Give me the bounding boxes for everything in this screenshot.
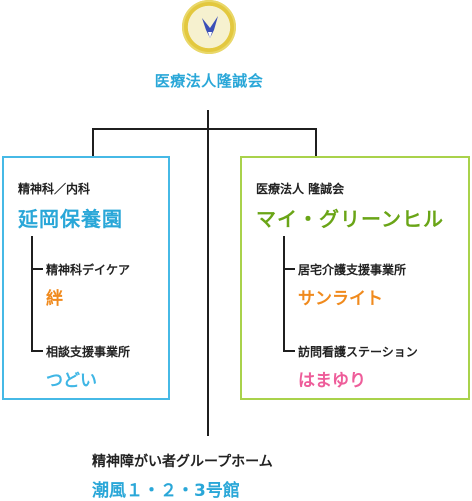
right-child-1-name: サンライト bbox=[298, 289, 383, 309]
left-child-1-name: 絆 bbox=[46, 289, 63, 309]
left-tree-branch-2 bbox=[31, 350, 43, 352]
right-tree-branch-1 bbox=[283, 268, 295, 270]
left-child-2-name: つどい bbox=[46, 371, 97, 391]
right-org-box bbox=[240, 156, 470, 400]
bottom-title: 精神障がい者グループホーム bbox=[92, 454, 273, 470]
connector-vertical-top bbox=[207, 110, 209, 130]
left-tree-branch-1 bbox=[31, 268, 43, 270]
org-title: 医療法人隆誠会 bbox=[154, 72, 264, 90]
left-dept: 精神科／内科 bbox=[18, 182, 91, 196]
connector-left-drop bbox=[92, 128, 94, 158]
left-child-2-label: 相談支援事業所 bbox=[46, 345, 131, 359]
right-child-2-name: はまゆり bbox=[298, 371, 366, 391]
connector-vertical-main bbox=[207, 130, 209, 436]
right-child-2-label: 訪問看護ステーション bbox=[298, 345, 418, 359]
connector-horizontal bbox=[92, 128, 317, 130]
right-org: 医療法人 隆誠会 bbox=[256, 182, 345, 196]
right-tree-line bbox=[283, 236, 285, 352]
connector-right-drop bbox=[315, 128, 317, 158]
left-clinic-name: 延岡保養園 bbox=[18, 207, 123, 231]
right-tree-branch-2 bbox=[283, 350, 295, 352]
right-clinic-name: マイ・グリーンヒル bbox=[256, 207, 444, 231]
left-child-1-label: 精神科デイケア bbox=[46, 263, 131, 277]
left-org-box bbox=[2, 156, 170, 400]
crane-emblem-icon bbox=[202, 16, 218, 38]
bottom-name: 潮風１・２・3号館 bbox=[92, 481, 240, 501]
right-child-1-label: 居宅介護支援事業所 bbox=[298, 263, 407, 277]
left-tree-line bbox=[31, 236, 33, 352]
